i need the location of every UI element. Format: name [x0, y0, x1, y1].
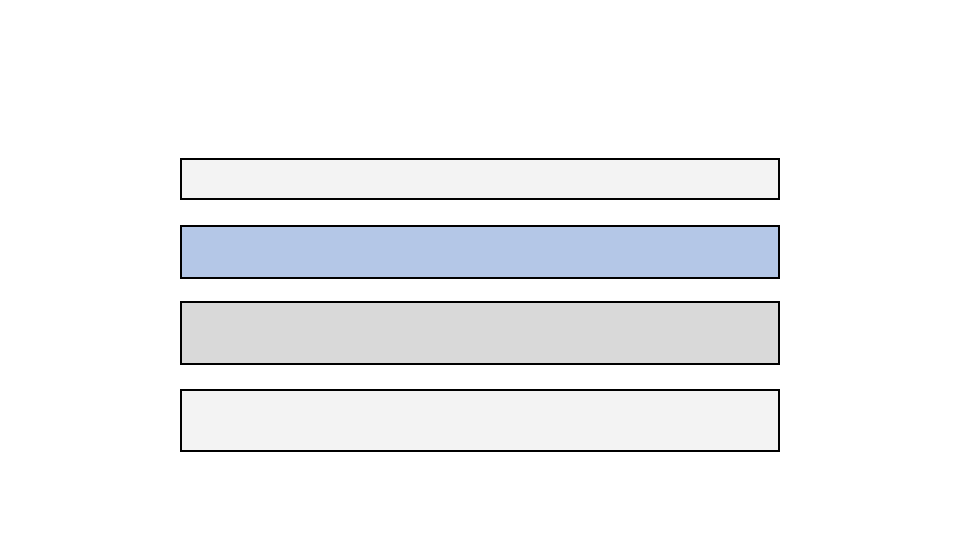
- block-1: [180, 158, 780, 200]
- block-2: [180, 225, 780, 279]
- block-4: [180, 389, 780, 452]
- block-3: [180, 301, 780, 365]
